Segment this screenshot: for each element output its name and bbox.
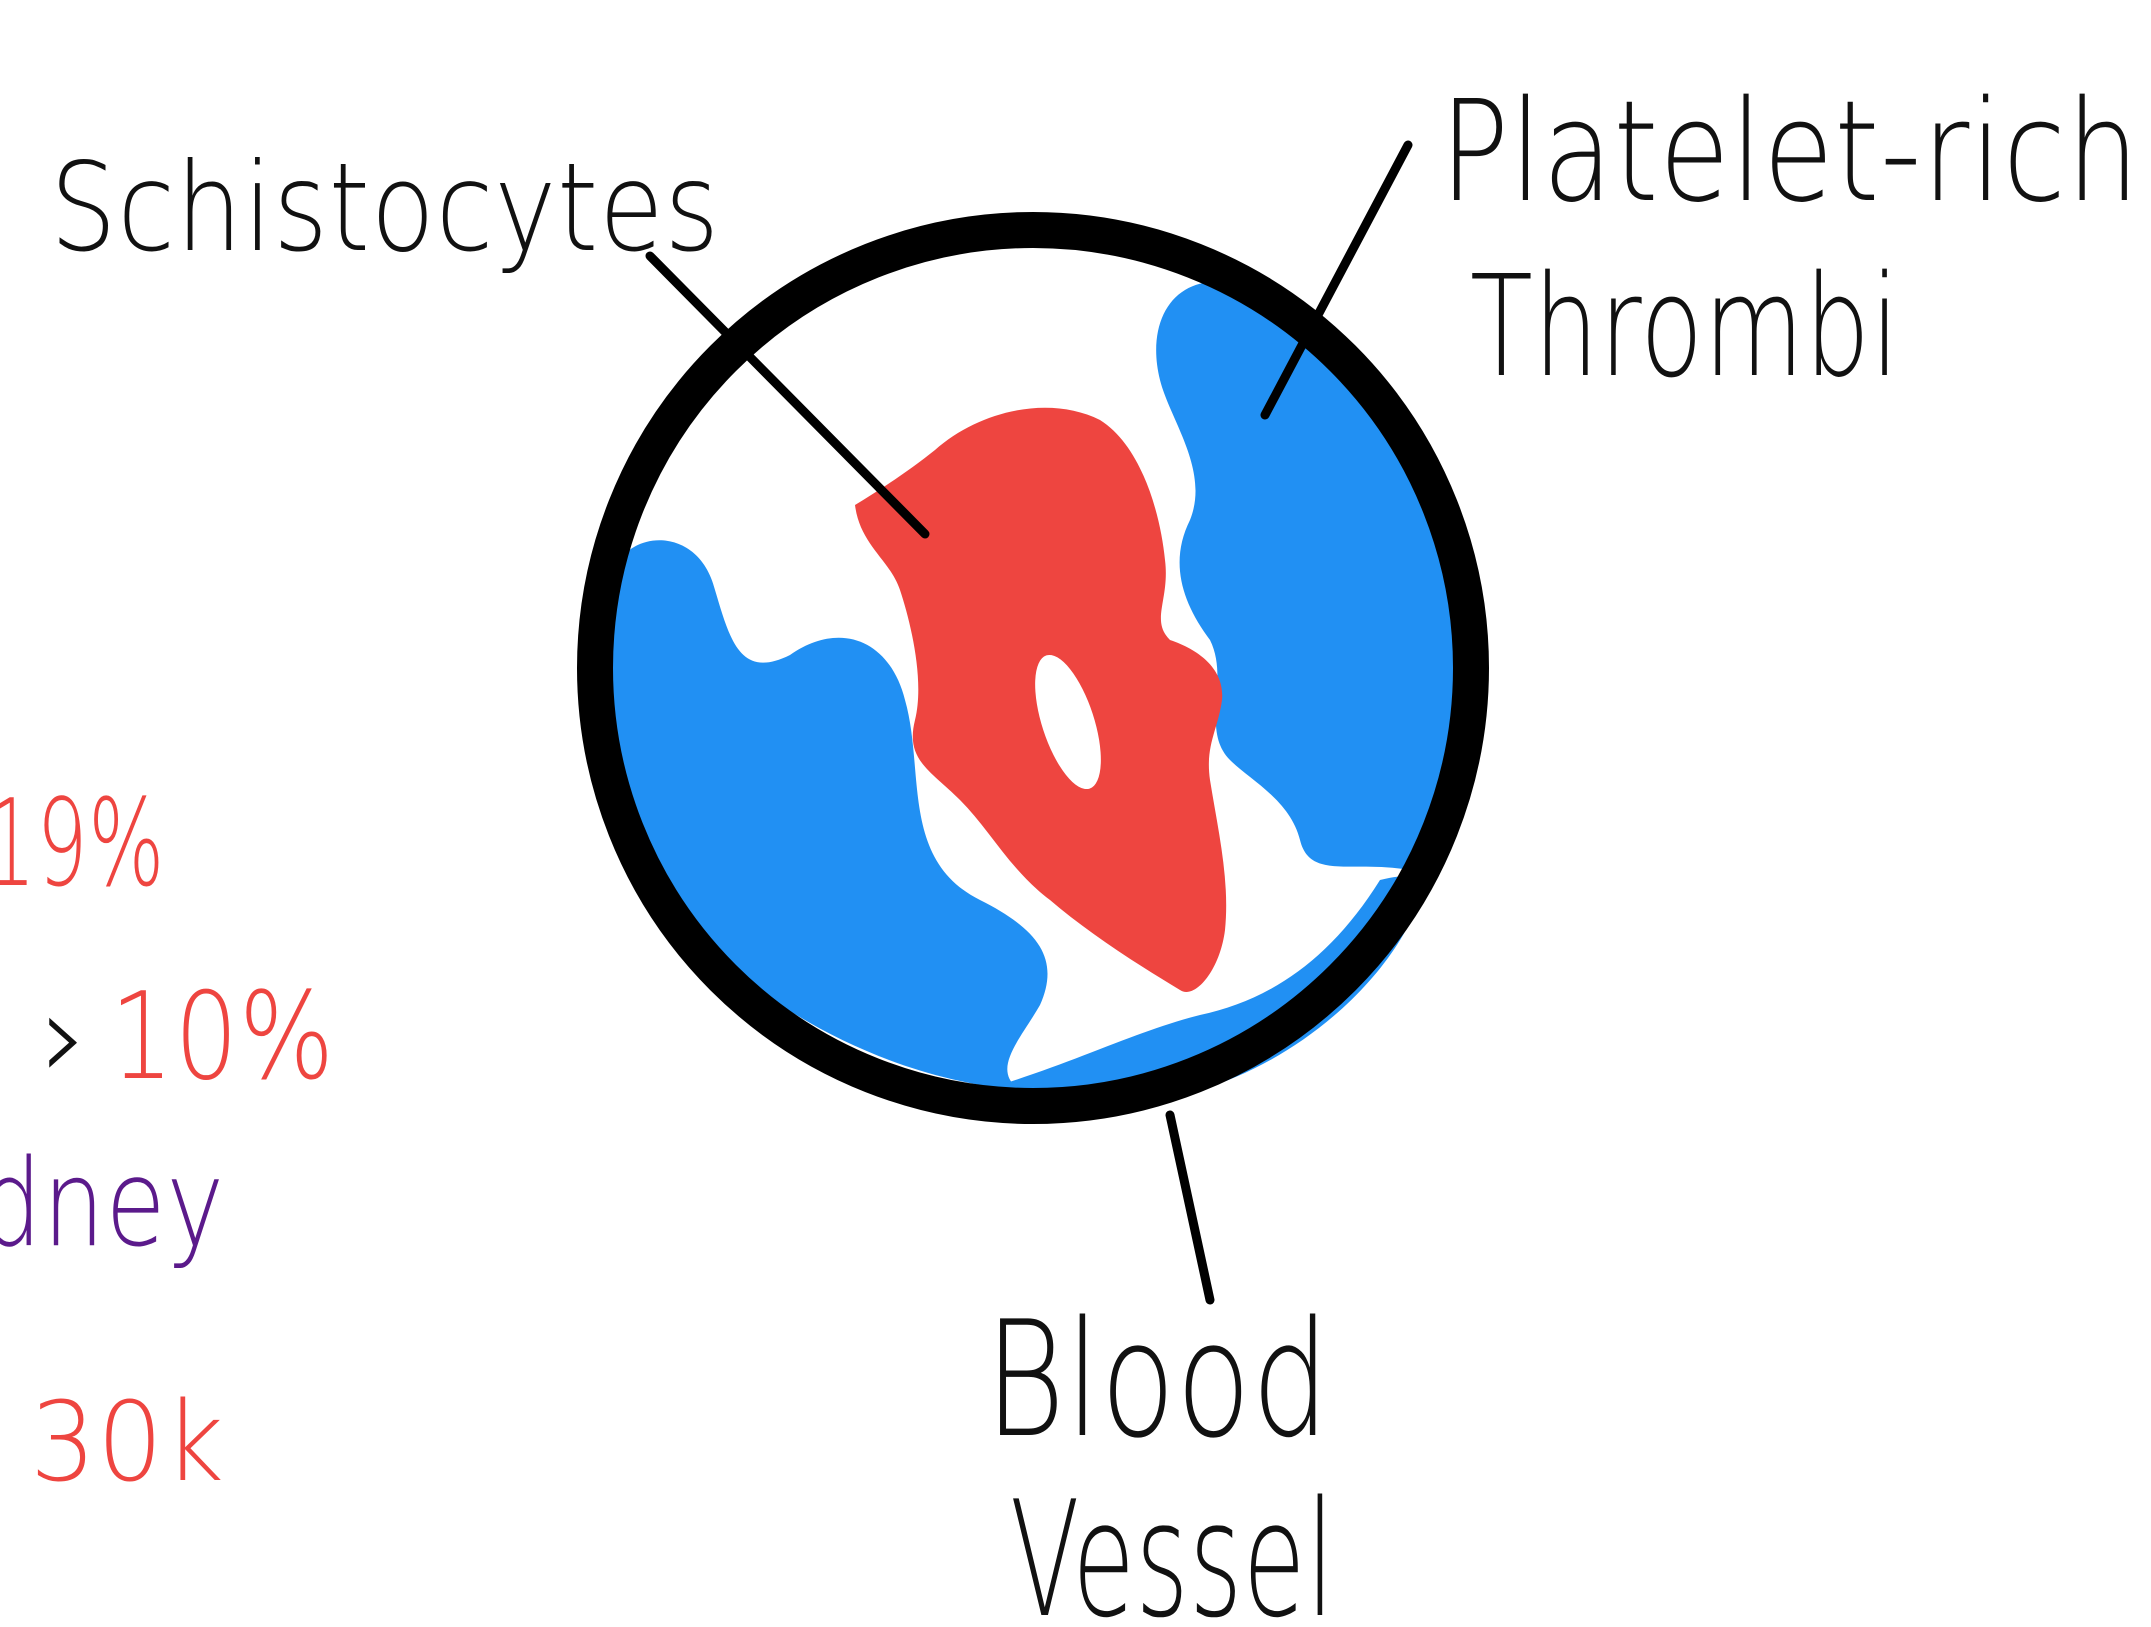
note-30k: 30k	[30, 1378, 225, 1506]
label-blood: Blood	[985, 1286, 1330, 1473]
blood-vessel-cross-section	[595, 230, 1471, 1107]
label-thrombi: Thrombi	[1470, 246, 1900, 409]
label-vessel: Vessel	[1010, 1466, 1335, 1627]
vessel-leader-line	[1170, 1115, 1210, 1300]
label-schistocytes: Schistocytes	[50, 137, 720, 279]
label-platelet-rich: Platelet-rich	[1440, 71, 2140, 234]
note-percent-19: 19%	[0, 775, 165, 914]
side-notes: 19% › 10% dney 30k	[0, 775, 335, 1506]
note-percent-10: 10%	[110, 968, 335, 1107]
note-greater-than-symbol: ›	[40, 968, 89, 1107]
note-kidney: dney	[0, 1135, 225, 1274]
